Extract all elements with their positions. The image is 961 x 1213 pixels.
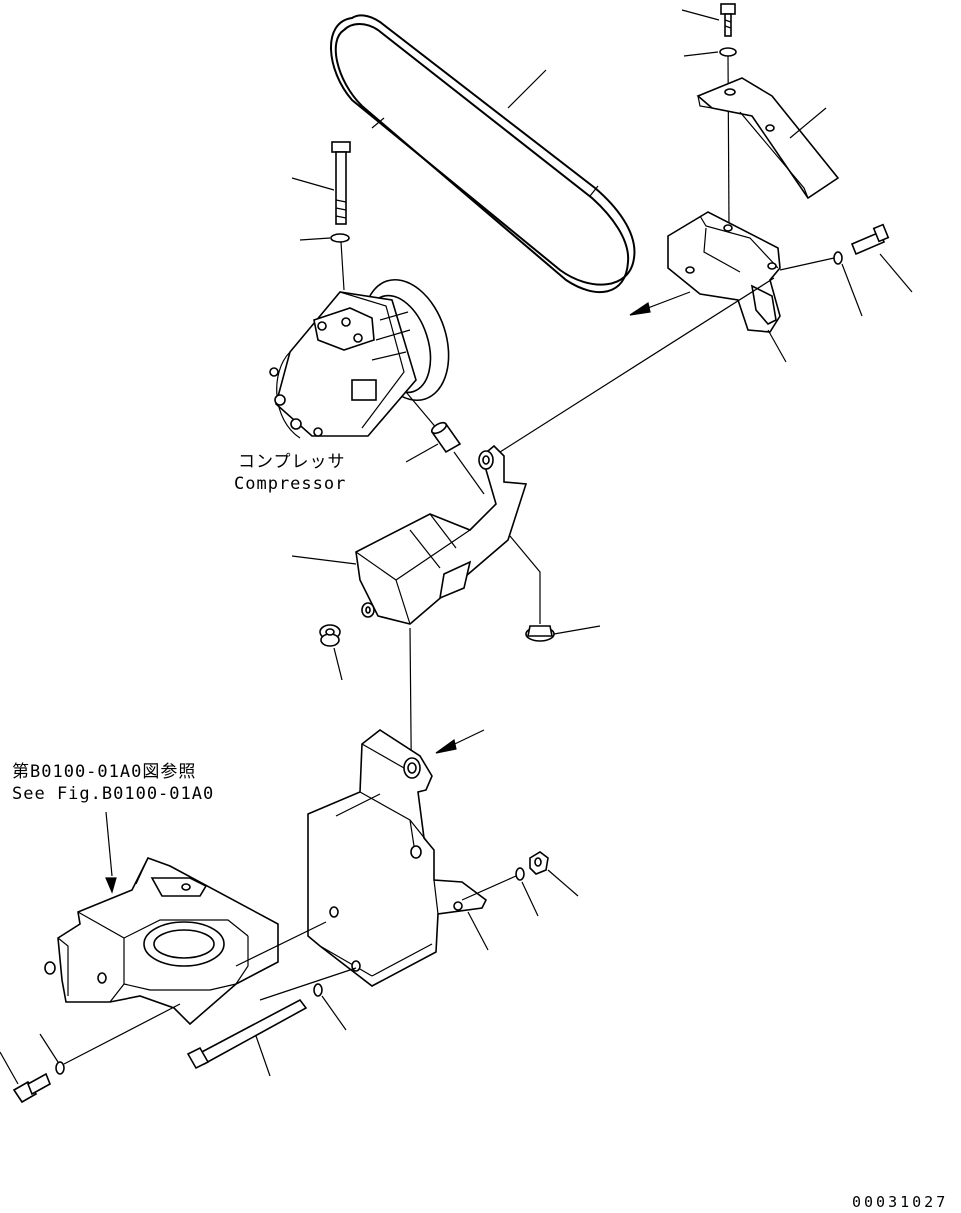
top-bolt [720, 3, 736, 37]
leader-long-bolt-washer [321, 995, 347, 1031]
long-bolt-washer [313, 983, 323, 997]
base-bracket [307, 729, 488, 987]
upper-cover-bracket [696, 77, 840, 200]
flange-nut-right [525, 625, 555, 642]
v-belt [330, 14, 636, 294]
reference-label-english: See Fig.B0100-01A0 [12, 784, 215, 804]
leader-top-bolt [681, 9, 720, 21]
leader-flange-nut [553, 625, 601, 635]
leader-mounting-bracket [291, 555, 357, 565]
compressor [269, 278, 450, 439]
axis-base-nut [461, 875, 517, 901]
mount-direction-arrow [435, 729, 485, 754]
leader-top-washer [683, 51, 719, 57]
leader-collar-nut [333, 647, 343, 681]
compressor-label-english: Compressor [234, 474, 347, 494]
engine-mount-block [44, 857, 279, 1026]
leader-compressor-washer [299, 237, 331, 241]
leader-side-bolt [879, 253, 913, 293]
leader-base-bracket [467, 911, 489, 951]
leader-bottom-left-washer [39, 1033, 59, 1063]
leader-belt [507, 69, 547, 109]
base-nut [529, 851, 549, 875]
side-washer [833, 251, 843, 265]
leader-long-bolt [255, 1035, 271, 1077]
base-washer [515, 867, 525, 881]
leader-base-washer [521, 881, 539, 917]
leader-compressor-bolt [291, 177, 335, 191]
leader-bottom-left-bolt [0, 1051, 19, 1085]
leader-spacer-collar [405, 443, 439, 463]
compressor-mounting-bracket [355, 444, 528, 625]
bottom-left-washer [55, 1061, 65, 1075]
collar-nut-left [319, 624, 341, 647]
leader-adjusting-bracket [767, 329, 787, 363]
axis-mount-upper [235, 921, 327, 967]
compressor-washer [330, 233, 350, 243]
axis-spacer-bracket [453, 451, 485, 495]
belt-direction-arrow [629, 291, 691, 316]
compressor-bolt [331, 141, 351, 225]
axis-top [727, 55, 730, 227]
side-bolt [850, 223, 890, 256]
compressor-label-japanese: コンプレッサ [238, 452, 346, 472]
see-fig-arrow [105, 877, 117, 894]
long-bolt [186, 998, 308, 1070]
axis-compressor-spacer [405, 391, 439, 431]
axis-mount-lower [63, 1003, 181, 1065]
axis-compressor-bolt [340, 241, 345, 291]
reference-label-japanese: 第B0100-01A0図参照 [12, 762, 197, 782]
spacer-collar [430, 421, 462, 454]
leader-side-washer [841, 263, 863, 317]
leader-base-nut [547, 869, 579, 897]
leader-see-fig [105, 811, 113, 877]
adjusting-bracket [667, 211, 781, 333]
figure-number: 00031027 [852, 1193, 949, 1211]
top-washer [719, 47, 737, 57]
axis-side-bolt [779, 257, 835, 271]
axis-flange-nut [509, 535, 541, 624]
leader-upper-bracket [789, 107, 827, 139]
axis-mount-mid [259, 967, 357, 1001]
axis-tensioner-link [499, 277, 775, 453]
bottom-left-bolt [12, 1072, 52, 1104]
